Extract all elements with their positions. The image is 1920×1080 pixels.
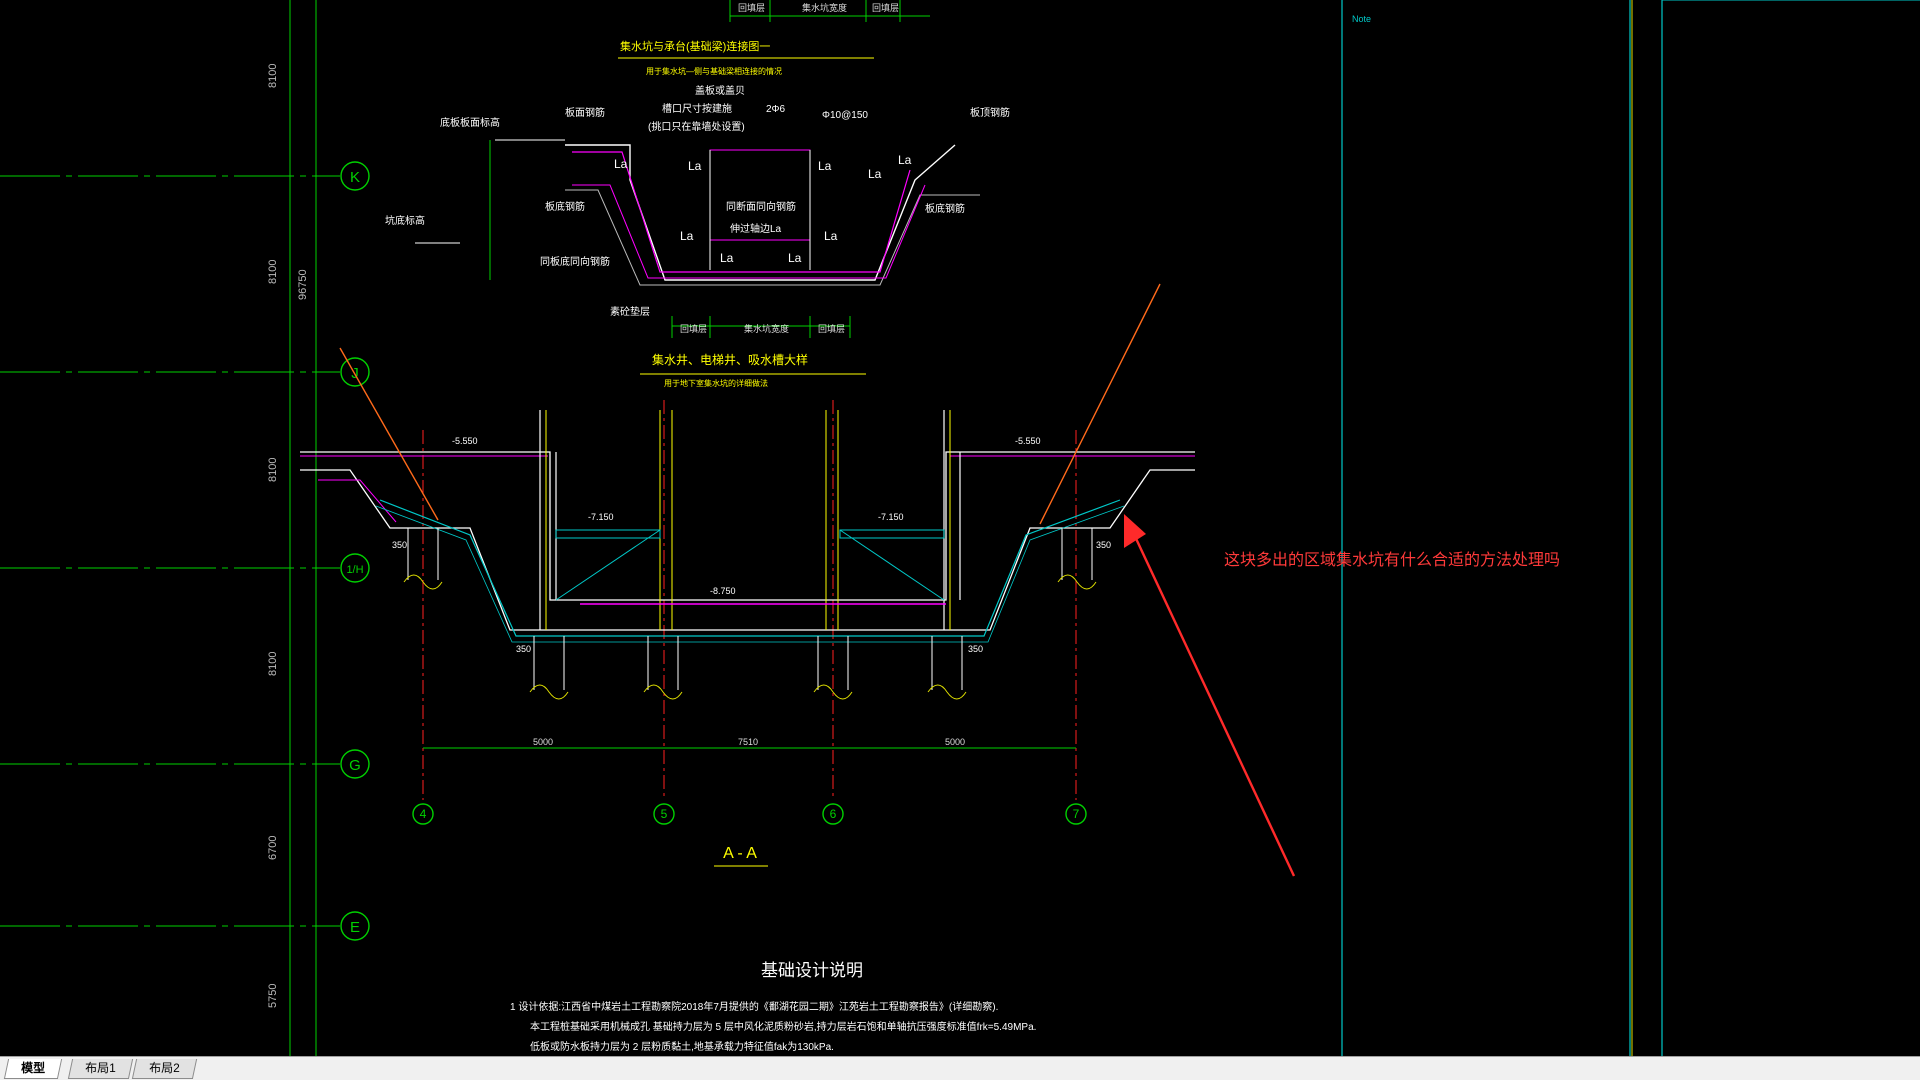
d1-bottom-rebar-right: 板底钢筋 — [925, 202, 965, 215]
note-label: Note — [1352, 14, 1371, 24]
d1-la-3: La — [818, 159, 832, 173]
orange-markup-left — [339, 347, 439, 521]
column-bubble-7[interactable] — [1065, 803, 1087, 825]
level-bottom: -8.750 — [710, 586, 736, 596]
axis-lines — [0, 175, 340, 927]
column-label-6: 6 — [830, 807, 837, 821]
d1-la-8: La — [720, 251, 734, 265]
d1-la-2: La — [688, 159, 702, 173]
section-label: A - A — [723, 845, 757, 862]
d1-pit-bottom-level: 坑底标高 — [385, 214, 425, 227]
orange-markup-right — [1039, 283, 1161, 525]
d1-top-dim-1: 回填层 — [738, 2, 765, 13]
d1-anchor: 伸过轴边La — [730, 222, 782, 235]
tab-layout-1-label: 布局1 — [85, 1061, 116, 1075]
detail-1-pit-connection: 回填层 集水坑宽度 回填层 集水坑与承台(基础梁)连接图一 用于集水坑—侧与基础… — [385, 0, 1010, 338]
tab-layout-2-label: 布局2 — [149, 1061, 180, 1075]
pile-dim-4: 350 — [968, 644, 983, 654]
detail-2-title: 集水井、电梯井、吸水槽大样 — [652, 352, 808, 367]
column-label-7: 7 — [1073, 807, 1080, 821]
level-left-mid: -7.150 — [588, 512, 614, 522]
tab-model-label: 模型 — [21, 1061, 46, 1075]
level-right-top: -5.550 — [1015, 436, 1041, 446]
pile-dim-3: 350 — [516, 644, 531, 654]
d1-la-6: La — [680, 229, 694, 243]
column-bubble-4[interactable] — [412, 803, 434, 825]
d1-la-4: La — [898, 153, 912, 167]
d1-same-dir: 同板底同向钢筋 — [540, 255, 610, 268]
d1-la-7: La — [824, 229, 838, 243]
column-label-4: 4 — [420, 807, 427, 821]
d1-bottom-dim-1: 回填层 — [680, 323, 707, 334]
axis-label-1H: 1/H — [346, 564, 363, 576]
d1-opening: 槽口尺寸按建施 — [662, 102, 732, 115]
detail-2-pit-section: 集水井、电梯井、吸水槽大样 用于地下室集水坑的详细做法 — [300, 352, 1195, 867]
axis-label-E: E — [350, 919, 360, 936]
spacing-5: 6700 — [267, 836, 279, 860]
axis-bubble-K[interactable] — [340, 161, 370, 191]
detail-1-title: 集水坑与承台(基础梁)连接图一 — [620, 39, 770, 53]
d1-opening-note: (挑口只在靠墙处设置) — [648, 120, 745, 133]
spacing-4: 8100 — [267, 652, 279, 676]
notes-line-3: 低板或防水板持力层为 2 层粉质黏土,地基承载力特征值fak为130kPa. — [530, 1040, 834, 1053]
d1-la-1: La — [614, 157, 628, 171]
d1-bar-2: 2Φ6 — [766, 104, 786, 115]
axis-bubble-G[interactable] — [340, 749, 370, 779]
axis-bubble-J[interactable] — [340, 357, 370, 387]
column-bubble-5[interactable] — [653, 803, 675, 825]
level-left-top: -5.550 — [452, 436, 478, 446]
cad-model-canvas[interactable]: Note 8100 8100 8100 8100 6700 5750 96750 — [0, 0, 1920, 1056]
d1-bottom-dim-3: 回填层 — [818, 323, 845, 334]
tab-layout-2[interactable]: 布局2 — [131, 1059, 197, 1079]
spacing-total: 96750 — [297, 269, 309, 300]
layout-tab-bar: 模型 布局1 布局2 — [0, 1056, 1920, 1080]
axis-label-G: G — [349, 757, 361, 774]
notes-line-1: 1 设计依据:江西省中煤岩土工程勘察院2018年7月提供的《鄱湖花园二期》江苑岩… — [510, 1000, 998, 1013]
column-label-5: 5 — [661, 807, 668, 821]
spacing-1: 8100 — [267, 64, 279, 88]
d1-cover: 盖板或盖贝 — [695, 84, 745, 97]
notes-line-2: 本工程桩基础采用机械成孔 基础持力层为 5 层中风化泥质粉砂岩,持力层岩石饱和单… — [530, 1020, 1036, 1033]
detail-2-subtitle: 用于地下室集水坑的详细做法 — [664, 378, 768, 388]
notes-title: 基础设计说明 — [761, 961, 863, 980]
d1-slab-top-level: 底板板面标高 — [440, 116, 500, 129]
level-right-mid: -7.150 — [878, 512, 904, 522]
title-block-frame — [1341, 0, 1663, 1056]
pile-dim-2: 350 — [1096, 540, 1111, 550]
axis-bubble-E[interactable] — [340, 911, 370, 941]
design-notes: 基础设计说明 1 设计依据:江西省中煤岩土工程勘察院2018年7月提供的《鄱湖花… — [510, 961, 1036, 1053]
d1-top-rebar-left: 板面钢筋 — [565, 106, 605, 119]
d1-same-section: 同断面同向钢筋 — [726, 200, 796, 213]
d1-bedding: 素砼垫层 — [610, 305, 650, 318]
spacing-3: 8100 — [267, 458, 279, 482]
dim-1: 5000 — [533, 737, 553, 747]
dim-3: 5000 — [945, 737, 965, 747]
spacing-2: 8100 — [267, 260, 279, 284]
d1-top-rebar-right: 板顶钢筋 — [970, 106, 1010, 119]
question-annotation: 这块多出的区域集水坑有什么合适的方法处理吗 — [1224, 552, 1561, 569]
detail-1-subtitle: 用于集水坑—侧与基础梁相连接的情况 — [646, 66, 782, 76]
red-arrow-annotation — [1124, 514, 1296, 877]
tab-layout-1[interactable]: 布局1 — [67, 1059, 133, 1079]
dim-2: 7510 — [738, 737, 758, 747]
d1-bar-stirrup: Φ10@150 — [822, 110, 868, 121]
left-dimension-chain — [289, 0, 317, 1056]
d1-bottom-dim-2: 集水坑宽度 — [744, 323, 789, 334]
tab-model[interactable]: 模型 — [3, 1059, 63, 1079]
spacing-6: 5750 — [267, 984, 279, 1008]
d1-la-5: La — [868, 167, 882, 181]
d1-bottom-rebar-left: 板底钢筋 — [545, 200, 585, 213]
axis-bubble-1H[interactable] — [340, 553, 370, 583]
axis-label-K: K — [350, 169, 360, 186]
pile-dim-1: 350 — [392, 540, 407, 550]
d1-la-9: La — [788, 251, 802, 265]
d1-top-dim-2: 集水坑宽度 — [802, 2, 847, 13]
d1-top-dim-3: 回填层 — [872, 2, 899, 13]
column-bubble-6[interactable] — [822, 803, 844, 825]
